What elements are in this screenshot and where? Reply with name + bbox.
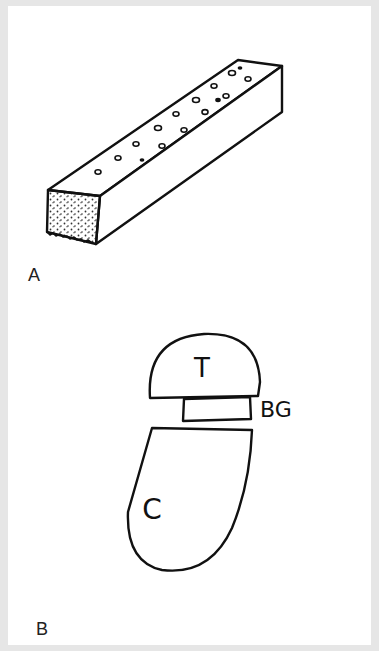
panel-label: A xyxy=(28,266,40,284)
shape-outline-node: BG xyxy=(180,394,298,426)
shape-outline-node: C xyxy=(122,424,258,578)
part-letter: BG xyxy=(260,399,292,421)
part-letter: T xyxy=(194,355,210,381)
part-letter: C xyxy=(142,496,162,524)
shape-outline-node: T xyxy=(146,330,264,402)
panel-label: B xyxy=(36,620,48,638)
